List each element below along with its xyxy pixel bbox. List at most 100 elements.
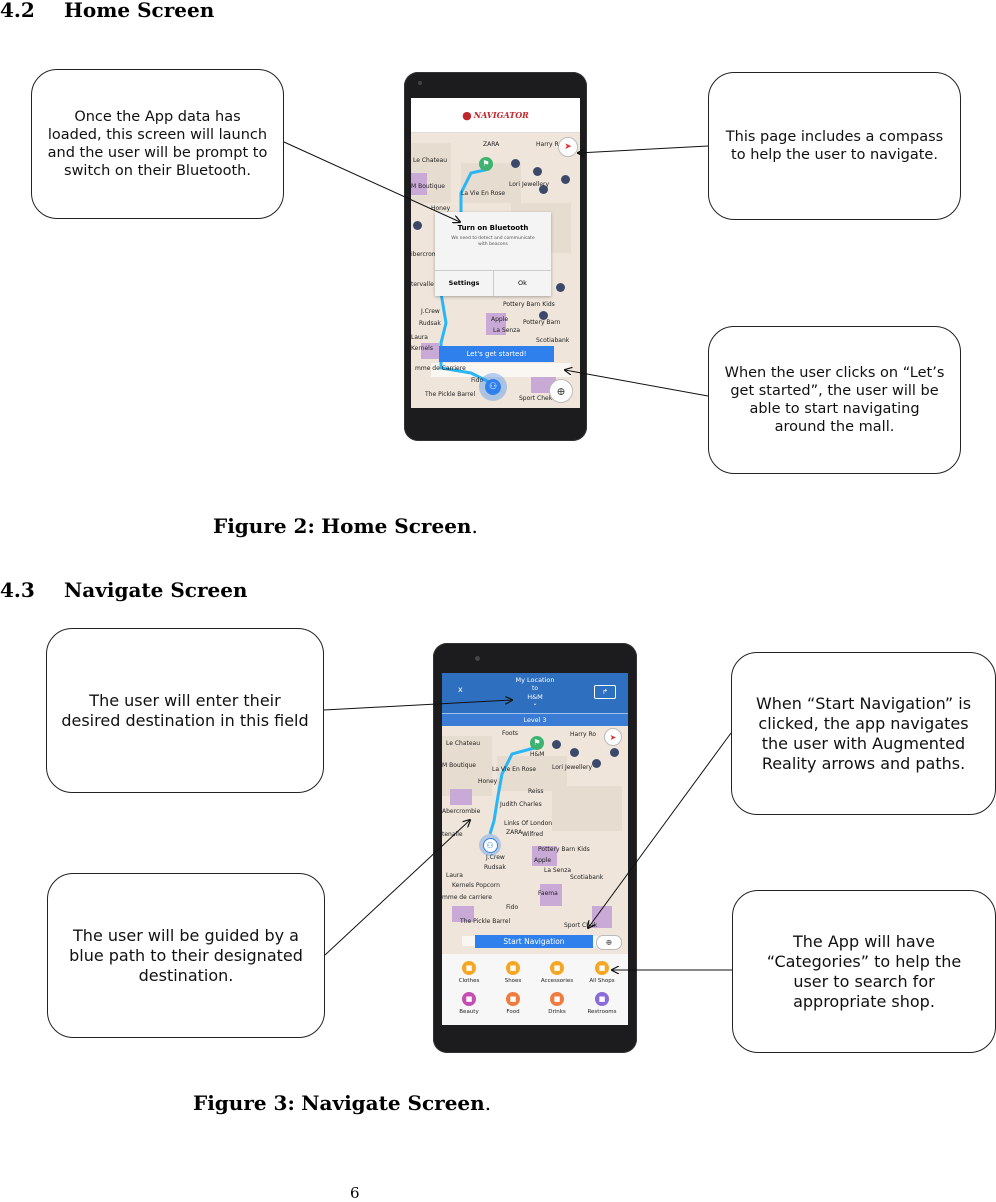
map-label: Kernels Popcorn <box>452 882 500 889</box>
restroom-icon: ■ <box>595 992 609 1006</box>
compass-icon[interactable]: ➤ <box>558 137 578 157</box>
map-label: mme de Carriere <box>415 365 466 372</box>
callout-blue-path: The user will be guided by a blue path t… <box>47 873 325 1038</box>
home-screen: ● NAVIGATOR ⚑ ➤ ZARA Harry <box>411 98 580 408</box>
map-label: M Boutique <box>411 183 445 190</box>
lets-get-started-button[interactable]: Let's get started! <box>439 346 554 362</box>
figure2-title: Home Screen <box>321 514 472 538</box>
category-label: Shoes <box>504 978 522 984</box>
category-accessories[interactable]: ■Accessories <box>536 961 578 984</box>
map-label: Laura <box>411 334 428 341</box>
map-label: Honey <box>431 205 451 212</box>
close-icon[interactable]: x <box>458 685 463 694</box>
shop-icon: ■ <box>595 961 609 975</box>
route-to-word: to <box>531 685 539 692</box>
map-label: The Pickle Barrel <box>460 918 511 925</box>
map-label: H&M <box>530 751 545 758</box>
settings-button[interactable]: Settings <box>448 279 480 287</box>
map-label: tenalle <box>442 831 463 838</box>
category-restrooms[interactable]: ■ Restrooms <box>582 992 622 1015</box>
category-label: Beauty <box>459 1009 479 1015</box>
ok-button[interactable]: Ok <box>518 279 527 287</box>
route-from-label[interactable]: My Location <box>515 676 555 684</box>
chevron-down-icon[interactable]: ⌄ <box>532 700 538 707</box>
map-label: La Vie En Rose <box>492 766 537 773</box>
category-shoes[interactable]: ■Shoes <box>494 961 532 984</box>
dialog-title: Turn on Bluetooth <box>457 224 529 232</box>
user-location-icon: ⚇ <box>479 834 501 856</box>
phone-navigate-screen: x My Location to H&M ⌄ ↱ Level 3 ⚑ <box>433 643 637 1053</box>
section-title-home-screen: Home Screen <box>64 0 215 22</box>
map-label: Le Chateau <box>413 157 448 164</box>
category-clothes[interactable]: ■Clothes <box>450 961 488 984</box>
map-label: Kernels <box>411 345 433 352</box>
category-beauty[interactable]: ■ Beauty <box>450 992 488 1015</box>
dialog-body: We need to detect and communicate with b… <box>451 236 535 248</box>
beauty-icon: ■ <box>462 992 476 1006</box>
map-label: La Senza <box>493 327 521 334</box>
compass-icon[interactable]: ➤ <box>604 728 622 746</box>
map-label: The Pickle Barrel <box>425 391 476 398</box>
map-label: Reiss <box>528 788 544 795</box>
glasses-icon: ■ <box>550 961 564 975</box>
map-label: Lori Jewellery <box>509 181 550 188</box>
map-label: Rudsak <box>419 320 441 327</box>
recenter-icon[interactable]: ⊕ <box>549 379 573 403</box>
shop-pin-icon <box>539 185 548 194</box>
map-label: Apple <box>534 857 552 864</box>
map-label: Harry Ro <box>570 731 597 738</box>
map-label: La Vie En Rose <box>461 190 506 197</box>
category-label: Restrooms <box>587 1009 617 1015</box>
map-label: J.Crew <box>421 308 440 315</box>
category-all-shops[interactable]: ■ All Shops <box>582 961 622 984</box>
map-label: Laura <box>446 872 463 879</box>
food-icon: ■ <box>506 992 520 1006</box>
category-label: Drinks <box>548 1009 566 1015</box>
category-drinks[interactable]: ■ Drinks <box>538 992 576 1015</box>
drink-icon: ■ <box>550 992 564 1006</box>
shop-pin-icon <box>539 311 548 320</box>
app-header: ● NAVIGATOR <box>411 98 580 133</box>
figure2-period: . <box>471 514 478 538</box>
shop-pin-icon <box>561 175 570 184</box>
figure3-caption: Figure 3: Navigate Screen. <box>193 1091 491 1115</box>
phone-home-screen: ● NAVIGATOR ⚑ ➤ ZARA Harry <box>404 72 587 441</box>
map-label: ZARA <box>506 829 523 836</box>
page-number: 6 <box>350 1184 360 1202</box>
map-label: Pottery Barn Kids <box>538 846 590 853</box>
recenter-icon[interactable]: ⊕ <box>596 935 622 950</box>
callout-bluetooth: Once the App data has loaded, this scree… <box>31 69 284 219</box>
map-label: Honey <box>478 778 498 785</box>
map-label: Faema <box>538 890 558 897</box>
categories-panel: ■Clothes ■Shoes ■Accessories ■All Shops … <box>442 954 628 1025</box>
start-navigation-button[interactable]: Start Navigation <box>475 935 593 948</box>
map-label: ZARA <box>483 141 500 148</box>
map-label: M Boutique <box>442 762 476 769</box>
map-label: Fido <box>506 904 519 911</box>
section-title-navigate-screen: Navigate Screen <box>64 578 248 602</box>
user-location-icon: ⚇ <box>479 373 507 401</box>
level-label: Level 3 <box>523 716 547 724</box>
category-label: Food <box>506 1009 520 1015</box>
callout-get-started: When the user clicks on “Let’s get start… <box>708 326 961 474</box>
blue-path <box>488 746 535 835</box>
map-label: J.Crew <box>486 854 505 861</box>
category-food[interactable]: ■ Food <box>494 992 532 1015</box>
map-label: Wilfred <box>522 831 544 838</box>
category-label: All Shops <box>589 978 615 984</box>
map-label: Pottery Barn Kids <box>503 301 555 308</box>
shop-pin-icon <box>511 159 520 168</box>
callout-augmented-reality: When “Start Navigation” is clicked, the … <box>731 652 996 815</box>
map-label: Fido <box>471 377 484 384</box>
map-label: Le Chateau <box>446 740 481 747</box>
map-label: tervalle <box>411 281 434 288</box>
destination-field[interactable]: H&M <box>527 693 543 701</box>
route-options-icon[interactable]: ↱ <box>594 685 616 699</box>
bluetooth-dialog: Turn on Bluetooth We need to detect and … <box>435 212 551 296</box>
shirt-icon: ■ <box>462 961 476 975</box>
shop-pin-icon <box>413 221 422 230</box>
figure3-title: Navigate Screen <box>301 1091 485 1115</box>
flag-marker-icon: ⚑ <box>530 736 544 750</box>
map-label: Judith Charles <box>500 801 542 808</box>
